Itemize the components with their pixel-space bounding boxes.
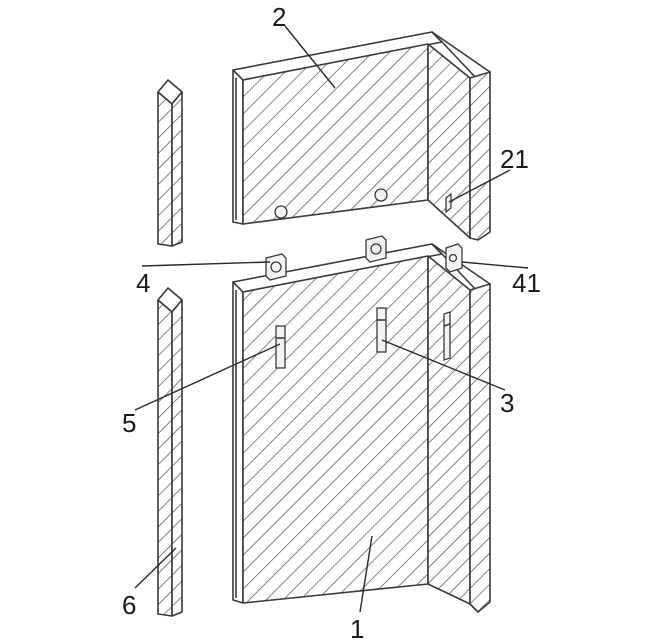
label-part-4: 4 xyxy=(136,268,150,298)
leader-4 xyxy=(141,261,271,267)
leader-21 xyxy=(448,169,511,203)
upper-panel-hole-center xyxy=(374,188,388,202)
connector-block-center xyxy=(365,235,387,263)
label-part-41: 41 xyxy=(512,268,541,298)
leader-1 xyxy=(359,535,373,613)
leader-5 xyxy=(134,343,281,411)
lower-panel-front-face xyxy=(242,255,429,604)
upper-side-strip-right-face xyxy=(171,91,183,247)
pin-right xyxy=(443,311,451,361)
lower-panel-return-face xyxy=(427,255,471,605)
lower-side-strip-left-face xyxy=(157,299,173,617)
pin-left xyxy=(275,325,286,369)
upper-panel-hole-left xyxy=(274,205,288,219)
upper-side-strip-left-face xyxy=(157,91,173,247)
label-part-6: 6 xyxy=(122,590,136,620)
label-part-5: 5 xyxy=(122,408,136,438)
connector-block-corner xyxy=(445,243,463,273)
leader-41 xyxy=(461,261,529,269)
reference-numerals: 2 21 4 41 3 5 6 1 xyxy=(122,2,541,644)
upper-side-strip xyxy=(157,79,183,247)
leader-6 xyxy=(134,547,177,589)
upper-panel-slot xyxy=(445,192,452,214)
label-part-21: 21 xyxy=(500,144,529,174)
lower-side-strip-right-face xyxy=(171,299,183,617)
label-part-2: 2 xyxy=(272,2,286,32)
connector-block-left xyxy=(265,253,287,281)
lower-panel xyxy=(232,235,491,613)
label-part-3: 3 xyxy=(500,388,514,418)
upper-panel-left-edge xyxy=(232,69,244,225)
leader-lines xyxy=(134,25,529,613)
lower-panel-end-strip xyxy=(469,283,491,613)
label-part-1: 1 xyxy=(350,614,364,644)
pin-center xyxy=(376,307,387,353)
upper-panel xyxy=(232,31,491,241)
upper-panel-end-strip xyxy=(469,71,491,241)
lower-side-strip xyxy=(157,287,183,617)
leader-3 xyxy=(381,339,506,391)
lower-panel-left-edge xyxy=(232,281,244,604)
leader-2 xyxy=(284,25,336,89)
